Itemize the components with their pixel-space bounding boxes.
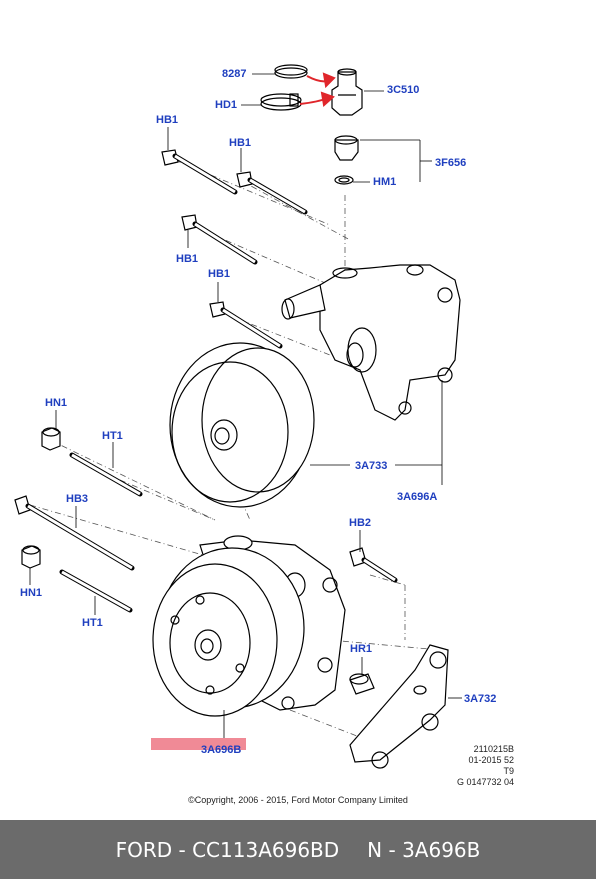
label-3f656: 3F656 (435, 157, 467, 169)
label-hn1-upper: HN1 (45, 397, 68, 409)
illustration-info: 2110215B 01-2015 52 T9 G 0147732 04 (457, 744, 514, 788)
footer-reference: N - 3A696B (367, 837, 481, 862)
label-hb2: HB2 (349, 517, 372, 529)
info-line-1: 2110215B (473, 744, 514, 754)
part-highlight (151, 738, 246, 750)
label-hd1: HD1 (215, 99, 238, 111)
copyright-text: ©Copyright, 2006 - 2015, Ford Motor Comp… (188, 795, 408, 805)
exploded-parts-diagram (14, 64, 462, 769)
label-3c510: 3C510 (387, 84, 420, 96)
label-ht1-upper: HT1 (102, 430, 123, 442)
label-3a732: 3A732 (464, 693, 497, 705)
info-line-3: T9 (503, 766, 514, 776)
label-hb1-top-right: HB1 (229, 137, 252, 149)
label-hb1-lower: HB1 (208, 268, 231, 280)
label-ht1-lower: HT1 (82, 617, 103, 629)
label-3a696a: 3A696A (397, 491, 438, 503)
footer-part-number: FORD - CC113A696BD (115, 837, 340, 862)
label-hb3: HB3 (66, 493, 89, 505)
label-hn1-lower: HN1 (20, 587, 43, 599)
label-hb1-middle: HB1 (176, 253, 199, 265)
label-hm1: HM1 (373, 176, 397, 188)
label-3a696b: 3A696B (201, 744, 242, 756)
info-line-4: G 0147732 04 (456, 777, 514, 787)
footer-bar: FORD - CC113A696BD N - 3A696B (0, 820, 596, 879)
label-8287: 8287 (222, 68, 247, 80)
label-hb1-top-left: HB1 (156, 114, 179, 126)
label-hr1: HR1 (350, 643, 373, 655)
label-3a733: 3A733 (355, 460, 388, 472)
info-line-2: 01-2015 52 (468, 755, 514, 765)
